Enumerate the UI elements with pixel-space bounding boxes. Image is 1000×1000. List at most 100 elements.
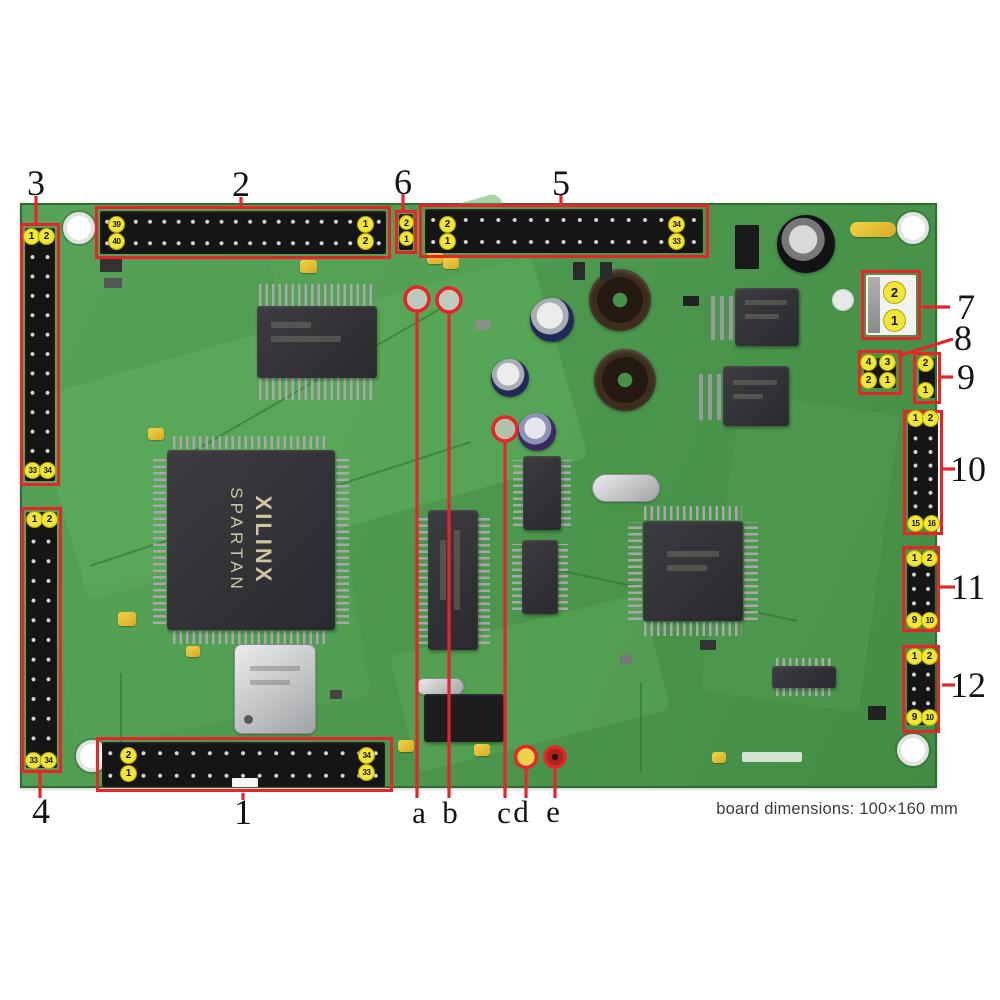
callout-label-8: 8 [954, 318, 972, 358]
smd-component [104, 278, 122, 288]
tantalum-capacitor [443, 257, 459, 269]
callout-label-6: 6 [394, 162, 412, 202]
regulator-body [735, 288, 799, 346]
pin1-dot [244, 715, 253, 724]
connector-10-outline [903, 410, 943, 535]
callout-label-9: 9 [957, 357, 975, 397]
qfp-pins-bottom [644, 622, 742, 636]
pin-badge: 2 [120, 747, 137, 764]
callout-label-11: 11 [950, 567, 986, 607]
chip-marking [454, 530, 460, 610]
tantalum-capacitor [712, 752, 726, 763]
tantalum-capacitor [398, 740, 414, 752]
pin-badge: 2 [883, 281, 906, 304]
pin-badge: 2 [399, 215, 414, 230]
soic-pins [558, 544, 568, 610]
board-dimensions-caption: board dimensions: 100×160 mm [716, 800, 958, 818]
pin-badge: 34 [358, 747, 375, 764]
pin-badge: 1 [439, 233, 456, 250]
voltage-regulator [699, 366, 801, 426]
smd-component [100, 258, 122, 272]
pin-badge: 2 [917, 355, 934, 372]
callout-label-2: 2 [232, 164, 250, 204]
pin-badge: 2 [921, 648, 938, 665]
ic-bottom-center [424, 694, 504, 742]
connector-4: 1 2 33 34 [21, 507, 62, 773]
soic-pins [776, 688, 832, 696]
pin-badge: 10 [921, 709, 938, 726]
clock-oscillator-module [234, 644, 316, 734]
soic-body [772, 666, 836, 688]
connector-3-header [25, 228, 55, 481]
pin-badge: 34 [39, 462, 56, 479]
pin-badge: 2 [41, 511, 58, 528]
tantalum-capacitor [148, 428, 164, 440]
connector-10-header [908, 418, 938, 527]
fpga-chip: XILINX SPARTAN [153, 436, 349, 644]
testpoint-label-d: d [513, 794, 529, 829]
fpga-marking: XILINX SPARTAN [161, 456, 341, 624]
regulator-body [723, 366, 789, 426]
connector-12-outline [902, 645, 940, 733]
pin-badge: 2 [439, 216, 456, 233]
pin-badge: 40 [108, 233, 125, 250]
soic-pins [512, 544, 522, 610]
connector-10: 1 2 15 16 [903, 410, 943, 535]
chip-marking [250, 666, 300, 671]
pin-badge: 15 [907, 515, 924, 532]
pin-badge: 1 [879, 372, 896, 389]
pin-badge: 3 [879, 354, 896, 371]
connector-6: 2 1 [395, 210, 417, 254]
testpoint-label-c: c [497, 795, 511, 830]
chip-marking [271, 336, 341, 342]
smd-component [600, 262, 612, 280]
pin-badge: 1 [357, 216, 374, 233]
connector-2-outline [95, 206, 391, 259]
soic-chip [512, 540, 568, 614]
smd-component [735, 225, 759, 269]
pin-badge: 2 [38, 228, 55, 245]
testpoint-label-e: e [546, 794, 560, 829]
qfp-chip-right [628, 506, 758, 636]
qfp-pins-left [628, 522, 642, 620]
pin-badge: 1 [883, 309, 906, 332]
tsop-body [428, 510, 478, 650]
fpga-brand-text: XILINX [251, 495, 276, 585]
smd-component [868, 706, 886, 720]
chip-marking [667, 565, 707, 571]
pin-badge: 16 [923, 515, 940, 532]
smd-component [683, 296, 699, 306]
pin-badge: 2 [357, 233, 374, 250]
connector-5: 2 1 34 33 [419, 204, 709, 258]
pin-badge: 1 [120, 765, 137, 782]
smd-component [330, 690, 342, 699]
electrolytic-capacitor [518, 413, 556, 451]
tantalum-capacitor [186, 646, 200, 657]
chip-marking [733, 394, 763, 399]
testpoint-label-b: b [442, 795, 458, 830]
tantalum-capacitor [300, 260, 317, 273]
via-pad [832, 289, 854, 311]
qfp-pins-top [259, 284, 375, 306]
soic-chip [513, 456, 571, 530]
mounting-hole [897, 212, 929, 244]
smd-component [620, 655, 632, 664]
fpga-pins-right [336, 456, 349, 624]
tantalum-capacitor [474, 744, 490, 756]
pin-badge: 2 [922, 410, 939, 427]
qfp-body [257, 306, 377, 378]
fpga-pins-bottom [173, 631, 329, 644]
callout-label-4: 4 [32, 791, 50, 831]
chip-marking [733, 380, 777, 385]
qfp-pins-bottom [259, 378, 375, 400]
connector-7-outline [861, 270, 921, 340]
pin-badge: 39 [108, 216, 125, 233]
regulator-leads [699, 374, 724, 420]
mounting-hole [897, 734, 929, 766]
connector-6-outline [395, 210, 417, 254]
soic-pins [513, 460, 523, 526]
pin-badge: 34 [40, 752, 57, 769]
tsop-flash-chip [416, 510, 490, 650]
crystal-small [416, 678, 464, 695]
connector-2-header [100, 211, 386, 254]
